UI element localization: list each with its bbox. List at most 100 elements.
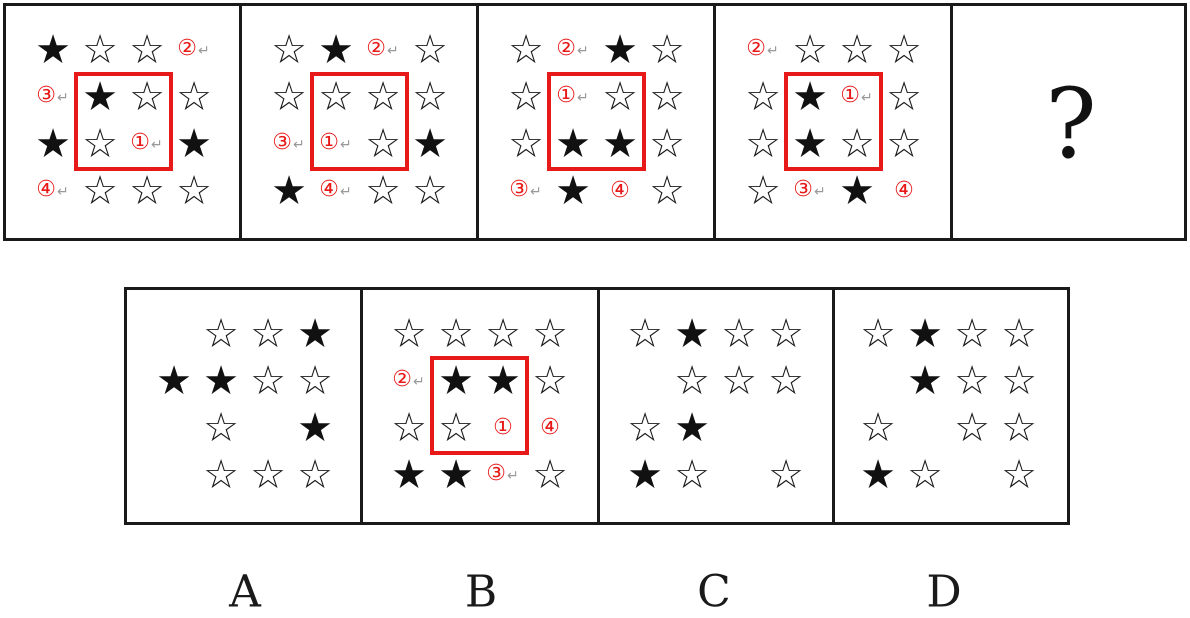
option-label-c[interactable]: C bbox=[697, 566, 731, 618]
question-3-marker: ④ bbox=[610, 179, 630, 203]
option-box-b[interactable] bbox=[360, 287, 600, 525]
marker-label: ① bbox=[493, 415, 513, 440]
option-box-a[interactable] bbox=[124, 287, 363, 525]
outline-star-icon: ☆ bbox=[485, 311, 521, 357]
return-arrow-icon: ↵ bbox=[861, 90, 873, 106]
outline-star-icon: ☆ bbox=[886, 74, 922, 120]
question-box-unknown: ? bbox=[950, 3, 1187, 241]
filled-star-icon: ★ bbox=[35, 27, 71, 73]
outline-star-icon: ☆ bbox=[412, 74, 448, 120]
option-b-marker: ① bbox=[493, 416, 513, 440]
filled-star-icon: ★ bbox=[674, 405, 710, 451]
outline-star-icon: ☆ bbox=[1001, 358, 1037, 404]
filled-star-icon: ★ bbox=[555, 121, 591, 167]
filled-star-icon: ★ bbox=[674, 311, 710, 357]
outline-star-icon: ☆ bbox=[954, 358, 990, 404]
filled-star-icon: ★ bbox=[602, 121, 638, 167]
option-box-c[interactable] bbox=[597, 287, 835, 525]
marker-label: ① bbox=[319, 130, 339, 155]
filled-star-icon: ★ bbox=[412, 121, 448, 167]
filled-star-icon: ★ bbox=[602, 27, 638, 73]
filled-star-icon: ★ bbox=[82, 74, 118, 120]
question-2-marker: ①↵ bbox=[319, 131, 352, 157]
outline-star-icon: ☆ bbox=[438, 405, 474, 451]
outline-star-icon: ☆ bbox=[532, 452, 568, 498]
outline-star-icon: ☆ bbox=[297, 452, 333, 498]
question-4-marker: ④ bbox=[894, 179, 914, 203]
filled-star-icon: ★ bbox=[860, 452, 896, 498]
question-1-marker: ②↵ bbox=[177, 37, 210, 63]
outline-star-icon: ☆ bbox=[176, 74, 212, 120]
return-arrow-icon: ↵ bbox=[151, 137, 163, 153]
filled-star-icon: ★ bbox=[792, 121, 828, 167]
option-label-b[interactable]: B bbox=[464, 566, 498, 618]
question-3-marker: ②↵ bbox=[556, 37, 589, 63]
outline-star-icon: ☆ bbox=[438, 311, 474, 357]
option-b-marker: ④ bbox=[540, 416, 560, 440]
return-arrow-icon: ↵ bbox=[814, 184, 826, 200]
outline-star-icon: ☆ bbox=[365, 121, 401, 167]
marker-label: ① bbox=[130, 130, 150, 155]
outline-star-icon: ☆ bbox=[886, 121, 922, 167]
filled-star-icon: ★ bbox=[627, 452, 663, 498]
outline-star-icon: ☆ bbox=[839, 27, 875, 73]
return-arrow-icon: ↵ bbox=[507, 468, 519, 484]
question-4-marker: ①↵ bbox=[840, 84, 873, 110]
outline-star-icon: ☆ bbox=[860, 405, 896, 451]
outline-star-icon: ☆ bbox=[271, 27, 307, 73]
outline-star-icon: ☆ bbox=[792, 27, 828, 73]
outline-star-icon: ☆ bbox=[250, 452, 286, 498]
marker-label: ① bbox=[556, 83, 576, 108]
outline-star-icon: ☆ bbox=[886, 27, 922, 73]
question-box-3 bbox=[476, 3, 716, 241]
outline-star-icon: ☆ bbox=[82, 168, 118, 214]
question-4-marker: ②↵ bbox=[746, 37, 779, 63]
marker-label: ② bbox=[556, 36, 576, 61]
outline-star-icon: ☆ bbox=[649, 121, 685, 167]
marker-label: ② bbox=[392, 367, 412, 392]
question-4-highlight-box bbox=[784, 72, 883, 171]
question-2-marker: ②↵ bbox=[366, 37, 399, 63]
outline-star-icon: ☆ bbox=[203, 452, 239, 498]
outline-star-icon: ☆ bbox=[412, 27, 448, 73]
filled-star-icon: ★ bbox=[297, 311, 333, 357]
outline-star-icon: ☆ bbox=[954, 405, 990, 451]
return-arrow-icon: ↵ bbox=[387, 43, 399, 59]
filled-star-icon: ★ bbox=[156, 358, 192, 404]
filled-star-icon: ★ bbox=[438, 452, 474, 498]
marker-label: ② bbox=[366, 36, 386, 61]
outline-star-icon: ☆ bbox=[82, 27, 118, 73]
outline-star-icon: ☆ bbox=[649, 168, 685, 214]
option-box-d[interactable] bbox=[832, 287, 1070, 525]
outline-star-icon: ☆ bbox=[1001, 405, 1037, 451]
return-arrow-icon: ↵ bbox=[340, 184, 352, 200]
question-4-marker: ③↵ bbox=[793, 178, 826, 204]
outline-star-icon: ☆ bbox=[839, 121, 875, 167]
outline-star-icon: ☆ bbox=[203, 405, 239, 451]
marker-label: ③ bbox=[793, 177, 813, 202]
question-box-2 bbox=[239, 3, 479, 241]
question-2-marker: ③↵ bbox=[272, 131, 305, 157]
marker-label: ④ bbox=[319, 177, 339, 202]
return-arrow-icon: ↵ bbox=[767, 43, 779, 59]
outline-star-icon: ☆ bbox=[129, 168, 165, 214]
option-label-a[interactable]: A bbox=[229, 566, 261, 618]
outline-star-icon: ☆ bbox=[627, 405, 663, 451]
option-b-highlight-box bbox=[430, 356, 529, 455]
filled-star-icon: ★ bbox=[35, 121, 71, 167]
outline-star-icon: ☆ bbox=[532, 358, 568, 404]
option-label-d[interactable]: D bbox=[926, 566, 962, 618]
marker-label: ③ bbox=[36, 83, 56, 108]
outline-star-icon: ☆ bbox=[907, 452, 943, 498]
outline-star-icon: ☆ bbox=[721, 358, 757, 404]
question-1-marker: ③↵ bbox=[36, 84, 69, 110]
outline-star-icon: ☆ bbox=[860, 311, 896, 357]
marker-label: ② bbox=[177, 36, 197, 61]
question-mark: ? bbox=[1045, 68, 1097, 180]
outline-star-icon: ☆ bbox=[129, 27, 165, 73]
filled-star-icon: ★ bbox=[203, 358, 239, 404]
outline-star-icon: ☆ bbox=[508, 27, 544, 73]
filled-star-icon: ★ bbox=[555, 168, 591, 214]
outline-star-icon: ☆ bbox=[745, 168, 781, 214]
question-2-marker: ④↵ bbox=[319, 178, 352, 204]
